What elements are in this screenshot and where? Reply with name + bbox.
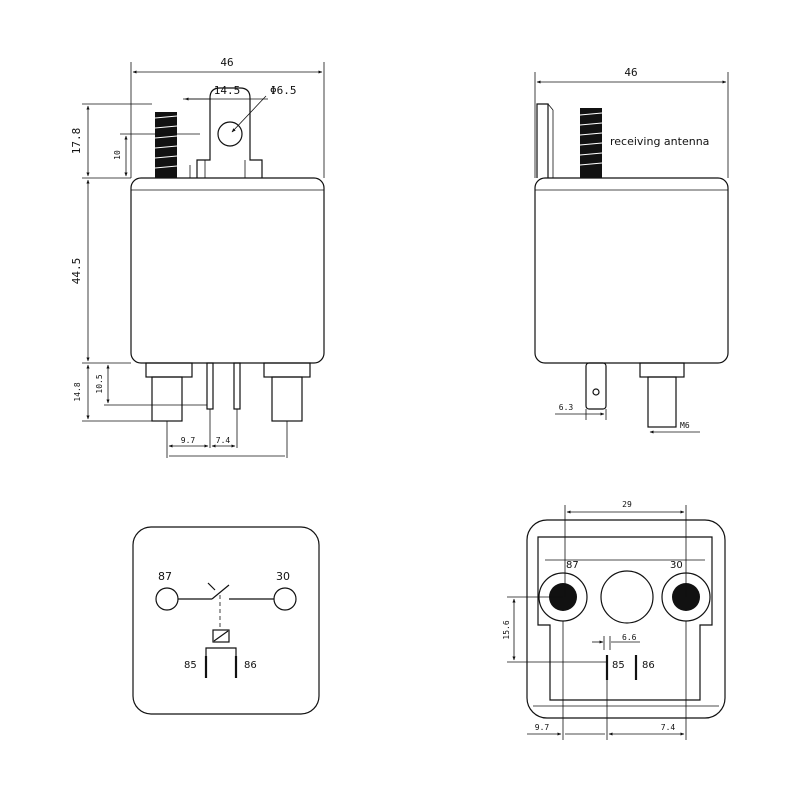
side-view: receiving antenna 46 6.3 M6 (534, 66, 729, 434)
bottom-outer-frame (526, 519, 726, 719)
front-relay-body (130, 177, 325, 364)
side-relay-body (534, 177, 729, 364)
terminal-87 (155, 587, 179, 611)
side-stud-pin (639, 362, 685, 428)
bottom-gap-a-dim: 9.7 (535, 723, 550, 732)
front-width-dim: 46 (220, 56, 233, 69)
side-tab-width-dim: 6.3 (559, 403, 574, 412)
schematic-label-30: 30 (276, 570, 290, 583)
bottom-small-gap-dim: 6.6 (622, 633, 637, 642)
side-flat-pin (585, 362, 607, 410)
front-top-height-dim: 17.8 (70, 128, 83, 155)
bottom-label-86: 86 (642, 660, 655, 671)
bottom-inner-frame (537, 536, 713, 701)
schematic-label-86: 86 (244, 660, 257, 671)
front-antenna-coil (154, 112, 178, 178)
side-mounting-tab (536, 103, 549, 178)
front-pin-gap-a-dim: 9.7 (181, 436, 196, 445)
front-hole-dim: Φ6.5 (270, 84, 297, 97)
bottom-view: 87 30 85 86 29 15.6 6.6 9.7 7.4 (502, 500, 726, 740)
front-tab-height-dim: 10 (113, 150, 122, 160)
front-mounting-hole (217, 121, 243, 147)
schematic-label-87: 87 (158, 570, 172, 583)
terminal-30 (273, 587, 297, 611)
front-view: 46 14.5 Φ6.5 17.8 10 44.5 14.8 10.5 9.7 (70, 56, 325, 458)
side-antenna-coil (579, 108, 603, 178)
front-pin-length-dim: 14.8 (73, 382, 82, 401)
front-pin-gap-b-dim: 7.4 (216, 436, 231, 445)
relay-schematic: 87 30 85 86 (132, 526, 320, 715)
front-tab-width-dim: 14.5 (214, 84, 241, 97)
bottom-gap-b-dim: 7.4 (661, 723, 676, 732)
side-width-dim: 46 (624, 66, 637, 79)
front-body-height-dim: 44.5 (70, 258, 83, 285)
bottom-label-30: 30 (670, 560, 683, 571)
bottom-label-85: 85 (612, 660, 625, 671)
side-antenna-label: receiving antenna (610, 135, 709, 148)
switch-contact (211, 584, 230, 600)
side-stud-dim: M6 (680, 421, 690, 430)
schematic-label-85: 85 (184, 660, 197, 671)
coil-symbol (205, 629, 237, 676)
front-pins (145, 362, 311, 422)
bottom-spacing-dim: 29 (622, 500, 632, 509)
center-hole (600, 570, 654, 624)
schematic-frame (132, 526, 320, 715)
front-pin-short-dim: 10.5 (95, 374, 104, 393)
bottom-vertical-dim: 15.6 (502, 620, 511, 639)
bottom-label-87: 87 (566, 560, 579, 571)
front-mounting-tab (196, 87, 263, 178)
